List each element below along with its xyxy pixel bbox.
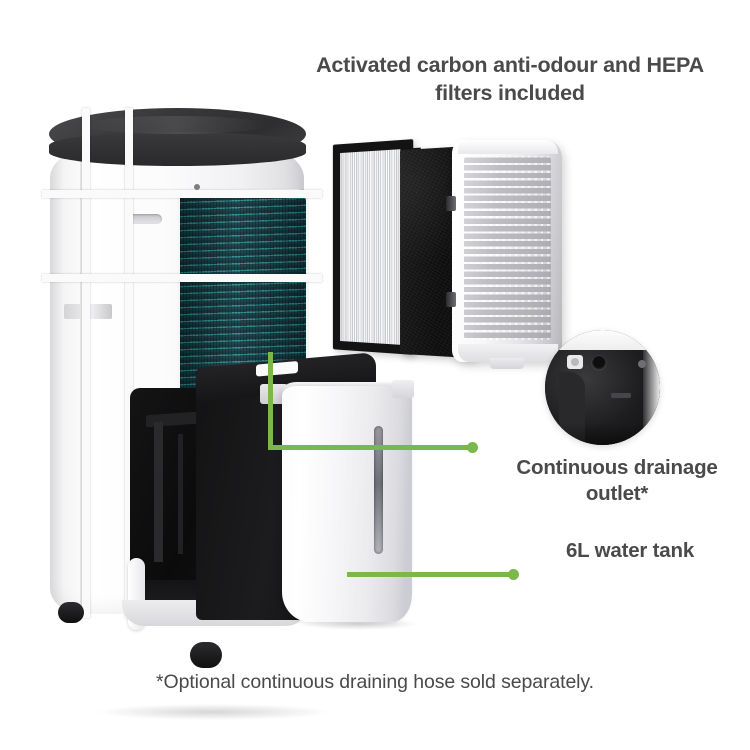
grille-cover-bottom-tab [490,358,524,369]
vent-screw-top-left [194,184,200,190]
vent-bar-vertical-1 [82,108,90,618]
tank-leader-line [347,572,515,577]
drainage-outlet-vent [611,393,631,398]
grille-cover-shell [452,140,562,362]
grille-cover-bottom-lip [458,344,558,362]
caster-wheel-front [190,642,222,668]
drainage-outlet-label: Continuous drainage outlet* [516,456,718,506]
cavity-rail-2 [178,434,183,554]
filters-heading: Activated carbon anti-odour and HEPA fil… [316,53,704,105]
drainage-outlet-bolt [638,360,646,368]
unit-top-highlight [86,116,266,134]
tank-right-tab [392,380,414,398]
hepa-filter-mesh [340,149,401,345]
drainage-outlet-inset-photo [545,330,660,445]
caster-wheel-left [58,602,84,623]
water-tank [196,352,420,630]
tank-leader-dot [508,569,519,580]
drainage-leader-line-vertical [268,352,273,450]
grille-cover-clip-bottom [446,292,456,307]
footnote: *Optional continuous draining hose sold … [156,671,594,693]
drainage-leader-line-horizontal [268,445,473,450]
tank-left-tab [260,384,288,404]
vent-bar-horizontal-1 [42,190,322,198]
water-tank-label: 6L water tank [565,539,695,562]
grille-cover-top-lip [458,140,558,154]
unit-ground-shadow [98,704,328,720]
unit-air-slot-top [126,214,162,224]
grille-cover-panel [446,140,562,369]
grille-cover-shading [452,140,562,362]
vent-bar-horizontal-2 [42,274,322,282]
inset-photo-top-strip [545,330,660,350]
tank-front-panel [282,386,412,622]
tank-top-notch [256,360,298,377]
cavity-rail-1 [154,422,163,562]
unit-top-rim [49,132,306,166]
inset-photo-pipe [559,372,585,445]
unit-body-seam [80,148,82,608]
grille-cover-clip-top [446,196,456,211]
inset-photo-right-wall [643,344,660,445]
vent-bar-vertical-2 [125,108,133,618]
drainage-outlet-port [592,356,606,370]
drainage-leader-dot [467,442,478,453]
inset-photo-shading [545,423,660,445]
tank-handle-slot [374,426,383,554]
drainage-outlet-screw [567,355,583,369]
